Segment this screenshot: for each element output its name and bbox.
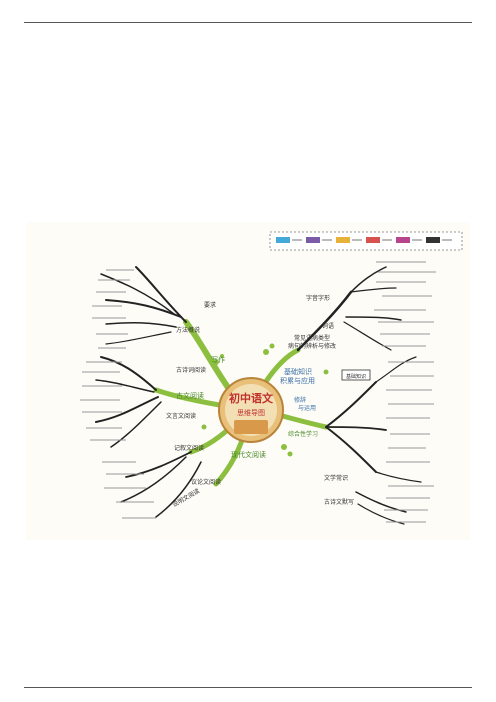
label-classical-text: 文言文阅读 <box>166 412 196 420</box>
right-branches <box>296 266 422 525</box>
label-pinyin: 字音字形 <box>306 294 330 302</box>
label-rhetoric-1: 修辞 <box>294 396 306 404</box>
branch-classical: 古文阅读 <box>176 391 204 400</box>
label-explain: 说明文阅读 <box>171 487 201 509</box>
top-rule <box>24 22 472 23</box>
label-word: 词语 <box>322 322 334 330</box>
detail-lines <box>80 261 436 523</box>
label-sentence-1: 常见语病类型 <box>294 334 330 342</box>
badge-label: 基础知识 <box>346 373 366 380</box>
branch-basics-1: 基础知识 <box>284 367 312 376</box>
branch-modern: 现代文阅读 <box>231 450 266 459</box>
branch-writing: 写作 <box>211 355 225 364</box>
label-poem-recite: 古诗文默写 <box>324 498 354 506</box>
badge-box <box>341 369 371 381</box>
label-essentials: 要求 <box>204 301 216 309</box>
left-branches <box>95 266 202 518</box>
label-narrative: 记叙文阅读 <box>174 444 204 452</box>
center-node <box>218 377 284 443</box>
label-method: 方法概说 <box>176 326 200 334</box>
label-argument: 议论文阅读 <box>191 478 221 486</box>
label-rhetoric-2: 与运用 <box>298 404 316 412</box>
legend <box>269 231 463 251</box>
foliage <box>201 343 329 457</box>
bottom-rule <box>24 687 472 688</box>
center-title-line2: 思维导图 <box>237 408 265 417</box>
label-literature: 文学常识 <box>324 474 348 482</box>
branch-comprehensive: 综合性学习 <box>288 430 318 438</box>
branch-basics-2: 积累与应用 <box>280 376 315 385</box>
center-title-line1: 初中语文 <box>229 391 274 405</box>
mind-map-canvas: 初中语文 思维导图 写作 古文阅读 现代文阅读 基础知识 积累与应用 综合性学习… <box>80 231 463 525</box>
label-sentence-2: 病句的辨析与修改 <box>288 342 336 350</box>
label-poetry: 古诗词阅读 <box>176 366 206 374</box>
mind-map: 初中语文 思维导图 写作 古文阅读 现代文阅读 基础知识 积累与应用 综合性学习… <box>26 222 470 540</box>
